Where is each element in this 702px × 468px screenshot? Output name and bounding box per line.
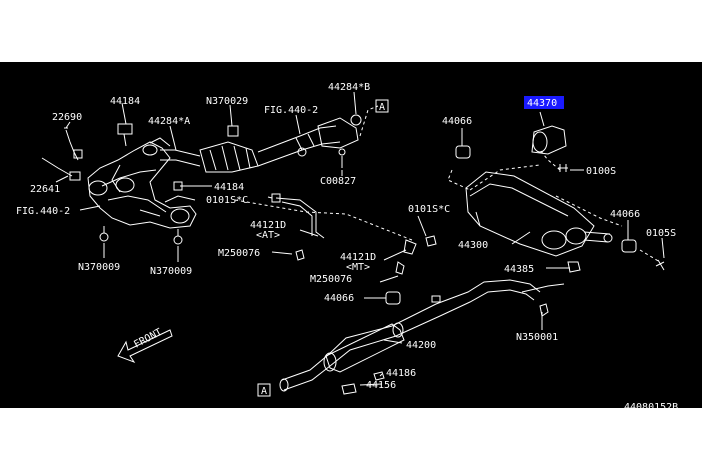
exhaust-manifold-assembly: [87, 137, 197, 229]
label-44066-c[interactable]: 44066: [610, 209, 640, 220]
label-44156[interactable]: 44156: [366, 380, 396, 391]
front-direction-arrow: [117, 329, 173, 364]
label-44300[interactable]: 44300: [458, 240, 488, 251]
label-fig-440-2-b[interactable]: FIG.440-2: [16, 206, 70, 217]
center-exhaust-pipe: [279, 279, 565, 392]
label-at: <AT>: [256, 230, 280, 241]
ref-box-a-bottom: [257, 383, 271, 397]
rubber-hangers: [385, 145, 637, 305]
label-0100s[interactable]: 0100S: [586, 166, 616, 177]
label-m250076-b[interactable]: M250076: [310, 274, 352, 285]
label-44186[interactable]: 44186: [386, 368, 416, 379]
label-mt: <MT>: [346, 262, 370, 273]
leader-lines: [55, 91, 665, 386]
rear-muffler: [465, 171, 613, 257]
label-44284-a[interactable]: 44284*A: [148, 116, 190, 127]
label-44370-highlighted[interactable]: 44370: [527, 98, 557, 109]
label-m250076-a[interactable]: M250076: [218, 248, 260, 259]
label-44184-a[interactable]: 44184: [110, 96, 140, 107]
label-44066-a[interactable]: 44066: [324, 293, 354, 304]
label-44200[interactable]: 44200: [406, 340, 436, 351]
label-44184-b[interactable]: 44184: [214, 182, 244, 193]
front-catalytic-converter: [160, 114, 362, 173]
ref-label-a-top: A: [379, 102, 385, 113]
ref-label-a-bottom: A: [261, 386, 267, 397]
label-0101s-c-a[interactable]: 0101S*C: [206, 195, 248, 206]
hanger-brackets: [99, 123, 325, 245]
tail-pipe-cutter: [531, 125, 567, 155]
label-44121d-mt[interactable]: 44121D: [340, 252, 376, 263]
label-44121d-at[interactable]: 44121D: [250, 220, 286, 231]
label-22690[interactable]: 22690: [52, 112, 82, 123]
label-fig-440-2-a[interactable]: FIG.440-2: [264, 105, 318, 116]
label-n370029[interactable]: N370029: [206, 96, 248, 107]
label-0101s-c-b[interactable]: 0101S*C: [408, 204, 450, 215]
label-44066-b[interactable]: 44066: [442, 116, 472, 127]
part-highlight: [524, 96, 564, 109]
label-44284-b[interactable]: 44284*B: [328, 82, 370, 93]
label-n350001[interactable]: N350001: [516, 332, 558, 343]
label-c00827[interactable]: C00827: [320, 176, 356, 187]
label-44385[interactable]: 44385: [504, 264, 534, 275]
label-n370009-a[interactable]: N370009: [78, 262, 120, 273]
bolts: [295, 164, 665, 395]
diagram-code: 44080152B: [624, 402, 678, 413]
label-n370009-b[interactable]: N370009: [150, 266, 192, 277]
label-22641[interactable]: 22641: [30, 184, 60, 195]
label-0105s[interactable]: 0105S: [646, 228, 676, 239]
oxygen-sensor: [41, 127, 83, 181]
ref-box-a-top: [375, 99, 389, 113]
